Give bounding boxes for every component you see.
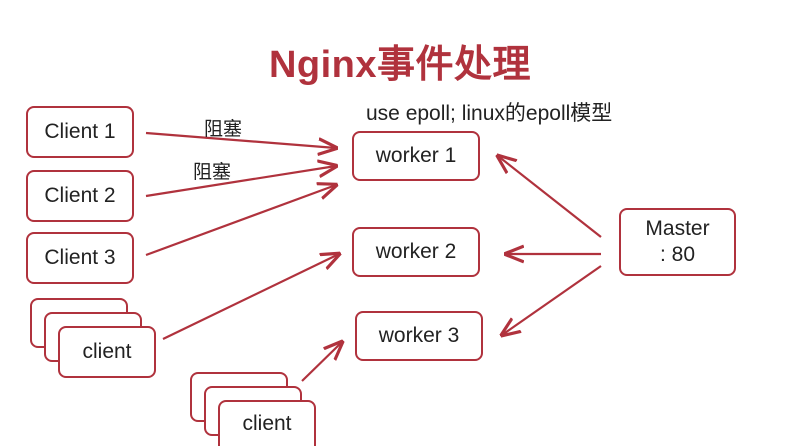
master-box: Master : 80 [619, 208, 736, 276]
arrow-client-stack2-worker3 [301, 342, 342, 382]
client-2-box: Client 2 [26, 170, 134, 222]
arrow-client-stack-worker2 [162, 254, 339, 340]
master-label: Master [645, 216, 710, 240]
arrow-client3-worker1 [145, 185, 336, 257]
client-1-box: Client 1 [26, 106, 134, 158]
worker-3-box: worker 3 [355, 311, 483, 361]
client-3-box: Client 3 [26, 232, 134, 284]
epoll-note: use epoll; linux的epoll模型 [366, 102, 613, 125]
slide-title: Nginx事件处理 [268, 44, 532, 86]
worker-2-box: worker 2 [352, 227, 480, 277]
worker-1-box: worker 1 [352, 131, 480, 181]
arrow-master-worker3 [502, 265, 602, 335]
master-port: : 80 [659, 243, 696, 266]
blocking-label-2: 阻塞 [193, 162, 232, 183]
blocking-label-1: 阻塞 [204, 119, 243, 140]
arrow-client1-worker1 [145, 131, 336, 148]
arrow-client2-worker1 [145, 166, 336, 198]
client-stack-front: client [58, 326, 156, 378]
arrow-master-worker1 [498, 156, 602, 238]
client-stack2-front: client [218, 400, 316, 446]
